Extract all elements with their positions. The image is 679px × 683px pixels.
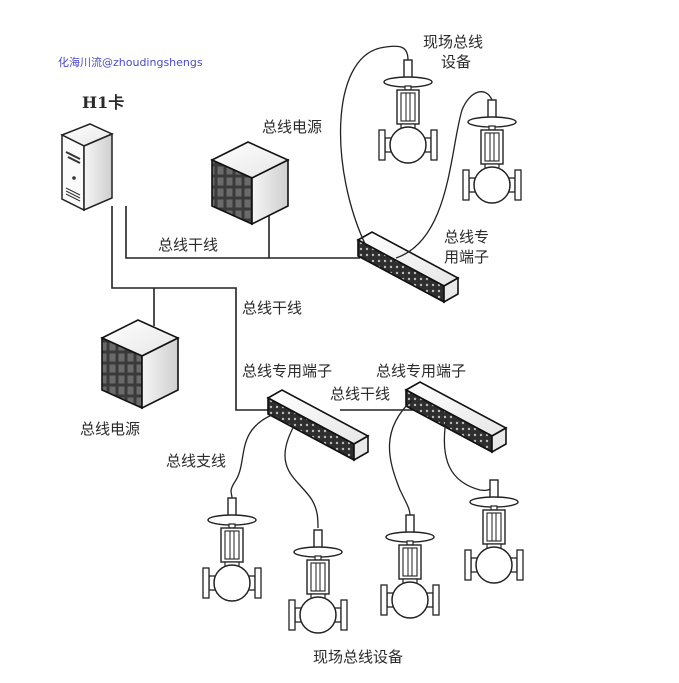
terminal-top-label-line2: 用端子	[444, 248, 490, 266]
bus-terminal-top-icon	[357, 231, 459, 303]
h1-card-icon	[60, 123, 114, 212]
spur-cable-bottom-2	[284, 425, 319, 529]
spur-label: 总线支线	[166, 452, 227, 470]
bus-power-top-label: 总线电源	[262, 118, 323, 136]
trunk-label-1: 总线干线	[158, 236, 219, 254]
terminal-middle-label: 总线专用端子	[242, 362, 333, 380]
field-device-top-1-icon	[378, 59, 438, 164]
watermark: 化海川流@zhoudingshengs	[58, 56, 203, 69]
terminal-right-label: 总线专用端子	[376, 362, 467, 380]
trunk-line-top	[125, 206, 360, 259]
field-device-bottom-2-icon	[288, 529, 348, 634]
bus-power-top-icon	[210, 141, 290, 226]
trunk-line-middle	[111, 206, 280, 411]
terminal-top-label-line1: 总线专	[444, 228, 490, 246]
field-device-top-label-line2: 设备	[441, 53, 472, 71]
spur-cable-bottom-3	[388, 399, 413, 516]
h1-card-label: H1卡	[82, 93, 125, 112]
trunk-label-3: 总线干线	[330, 385, 391, 403]
bus-power-bottom-label: 总线电源	[80, 420, 141, 438]
spur-cable-top-2	[395, 91, 493, 259]
field-device-bottom-label: 现场总线设备	[313, 648, 404, 666]
field-device-bottom-1-icon	[202, 497, 262, 602]
trunk-label-2: 总线干线	[242, 299, 303, 317]
bus-terminal-right-icon	[405, 381, 507, 453]
spur-cable-bottom-1	[230, 413, 275, 499]
field-device-top-label-line1: 现场总线	[423, 33, 484, 51]
field-device-bottom-4-icon	[464, 479, 524, 584]
field-device-top-2-icon	[462, 99, 522, 204]
spur-cable-top-1	[339, 45, 409, 247]
field-device-bottom-3-icon	[380, 514, 440, 619]
bus-power-bottom-icon	[100, 319, 180, 410]
